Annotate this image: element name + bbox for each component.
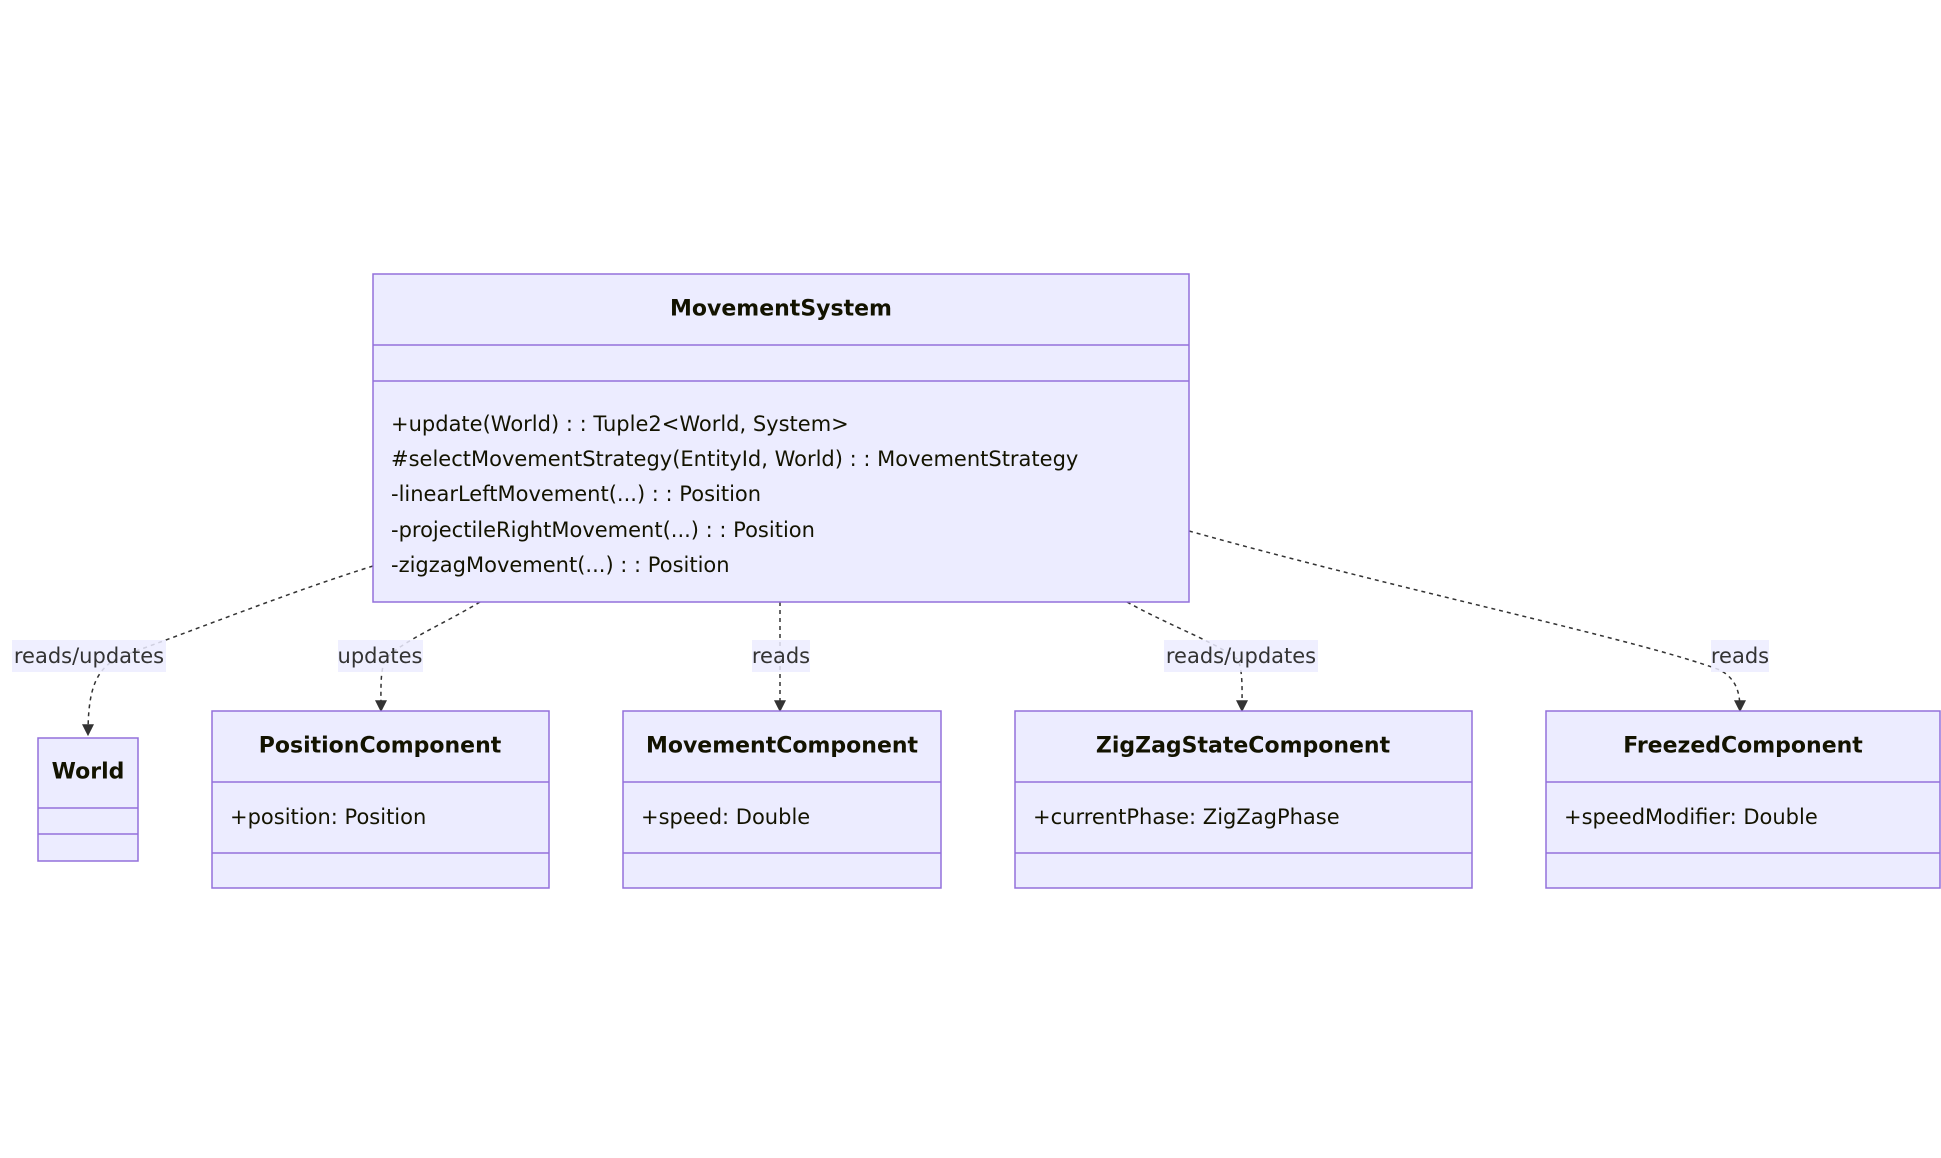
class-title-positioncomponent: PositionComponent: [259, 734, 502, 759]
class-zigzagstatecomponent[interactable]: ZigZagStateComponent +currentPhase: ZigZ…: [1014, 710, 1473, 889]
edge-label-world: reads/updates: [14, 644, 164, 668]
class-title-movementsystem: MovementSystem: [670, 297, 892, 322]
class-movementsystem[interactable]: MovementSystem +update(World) : : Tuple2…: [372, 273, 1190, 603]
method-linear-left-movement: -linearLeftMovement(...) : : Position: [391, 482, 761, 506]
edge-label-freezedcomponent: reads: [1711, 644, 1769, 668]
method-zigzag-movement: -zigzagMovement(...) : : Position: [391, 553, 730, 577]
class-movementcomponent[interactable]: MovementComponent +speed: Double: [622, 710, 942, 889]
class-title-movementcomponent: MovementComponent: [646, 734, 919, 759]
class-title-world: World: [52, 760, 125, 785]
edge-movementsystem-positioncomponent: [374, 601, 481, 713]
edge-label-positioncomponent: updates: [338, 644, 423, 668]
attribute-position: +position: Position: [230, 805, 426, 829]
class-title-freezedcomponent: FreezedComponent: [1623, 734, 1863, 759]
edge-label-movementcomponent: reads: [752, 644, 810, 668]
edge-label-zigzagstatecomponent: reads/updates: [1166, 644, 1316, 668]
method-update: +update(World) : : Tuple2<World, System>: [391, 412, 849, 436]
class-freezedcomponent[interactable]: FreezedComponent +speedModifier: Double: [1545, 710, 1941, 889]
edge-movementsystem-zigzagstatecomponent: [1126, 601, 1249, 713]
attribute-speed-modifier: +speedModifier: Double: [1564, 805, 1818, 829]
edge-movementsystem-freezedcomponent: [1188, 530, 1746, 713]
attribute-current-phase: +currentPhase: ZigZagPhase: [1033, 805, 1340, 829]
edge-labels: reads/updates updates reads reads/update…: [12, 640, 1769, 672]
attribute-speed: +speed: Double: [641, 805, 810, 829]
class-positioncomponent[interactable]: PositionComponent +position: Position: [211, 710, 550, 889]
class-world[interactable]: World: [37, 737, 139, 862]
method-projectile-right-movement: -projectileRightMovement(...) : : Positi…: [391, 518, 815, 542]
class-title-zigzagstatecomponent: ZigZagStateComponent: [1096, 734, 1391, 759]
method-select-movement-strategy: #selectMovementStrategy(EntityId, World)…: [391, 447, 1078, 471]
